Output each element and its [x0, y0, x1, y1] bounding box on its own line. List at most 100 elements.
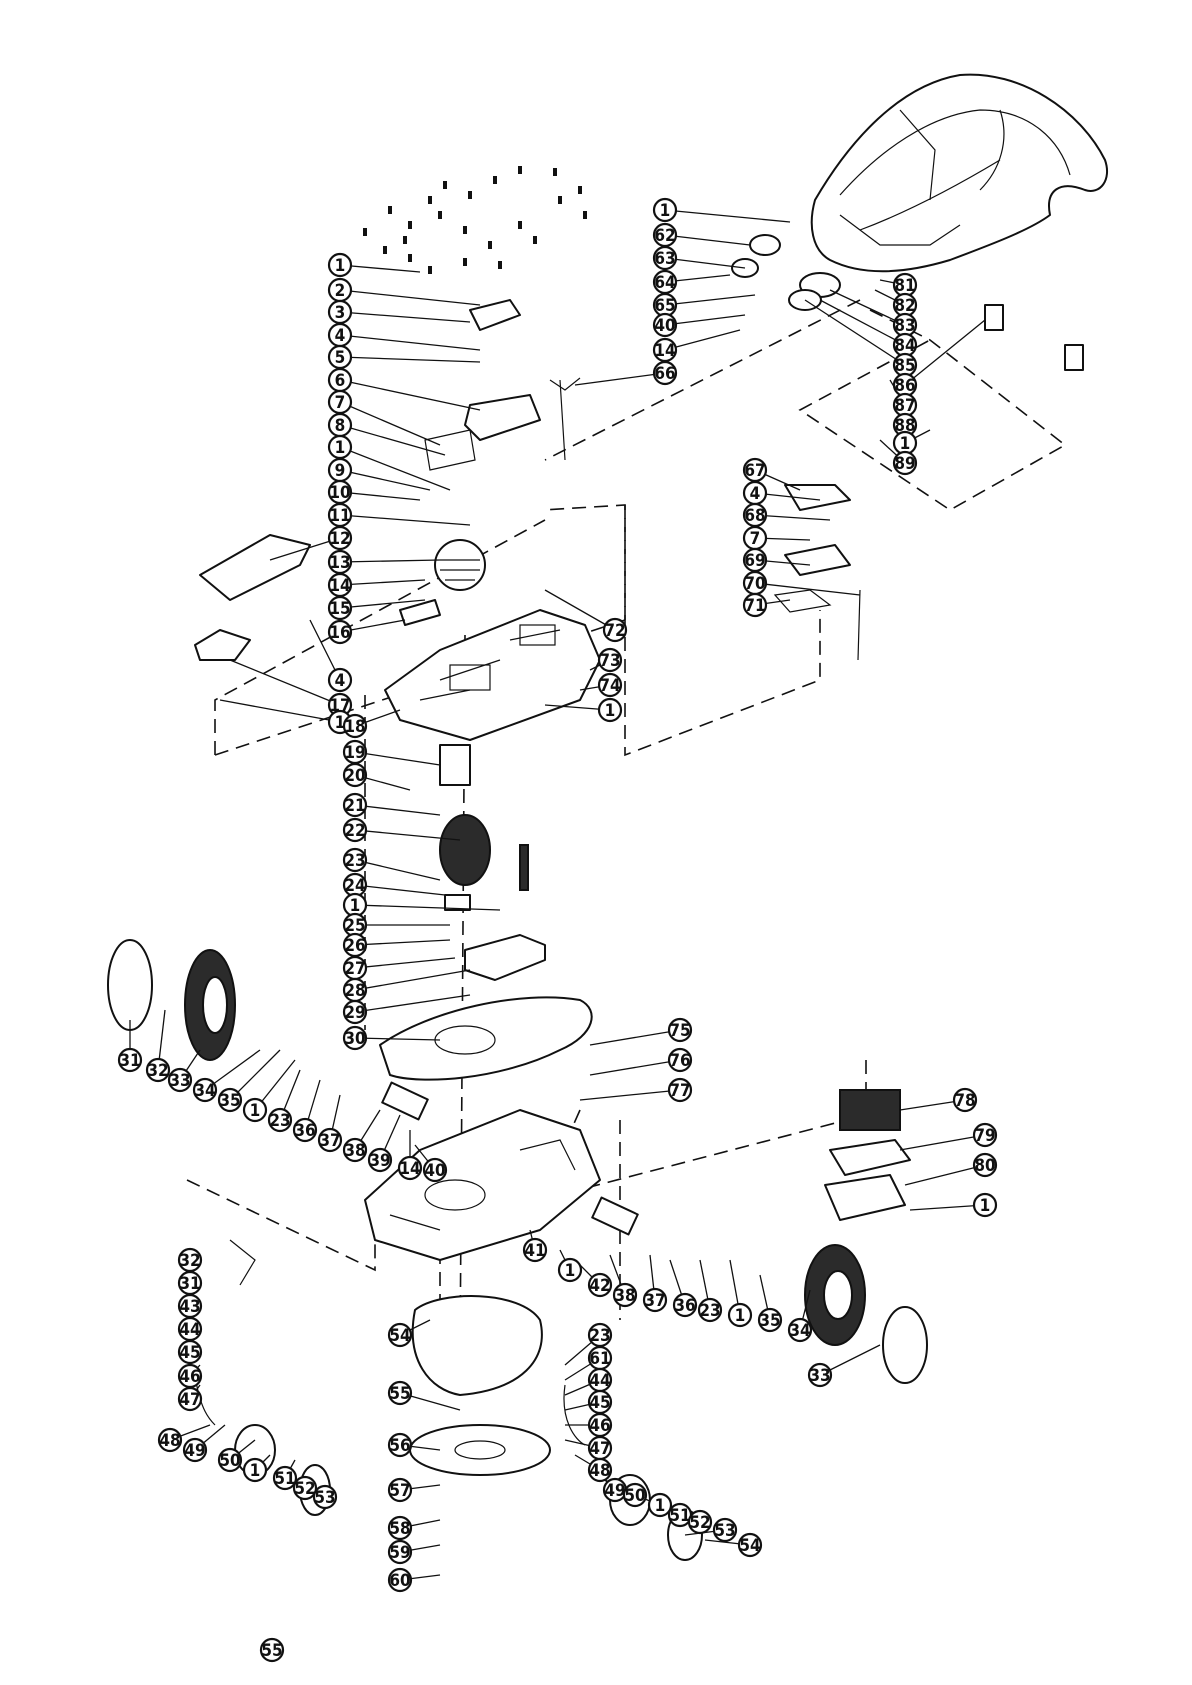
callout-number: 40: [654, 316, 675, 336]
leader-line: [664, 294, 756, 306]
callout-circle: [597, 697, 623, 723]
leader-line: [664, 234, 751, 246]
callout-5: 5: [327, 344, 353, 370]
callout-number: 45: [589, 1393, 610, 1413]
callout-34: 34: [192, 1077, 218, 1103]
callout-circle: [652, 245, 678, 271]
callout-circle: [972, 1152, 998, 1178]
callout-85: 85: [892, 352, 918, 378]
callout-2: 2: [327, 277, 353, 303]
callout-38: 38: [612, 1282, 638, 1308]
fastener-dots: [363, 166, 587, 274]
callout-number: 1: [350, 896, 361, 916]
callout-number: 5: [335, 348, 346, 368]
callout-number: 70: [744, 574, 765, 594]
callout-circle: [342, 1137, 368, 1163]
callout-circle: [522, 1237, 548, 1263]
callout-23: 23: [342, 847, 368, 873]
leader-line: [339, 514, 471, 526]
callout-4: 4: [327, 667, 353, 693]
callout-number: 31: [179, 1274, 200, 1294]
leader-line: [339, 334, 481, 351]
callout-number: 24: [344, 876, 365, 896]
callout-32: 32: [145, 1057, 171, 1083]
upper-housing: [384, 609, 601, 741]
part-19: [439, 744, 471, 786]
callout-number: 19: [344, 743, 365, 763]
callout-number: 1: [605, 701, 616, 721]
callout-58: 58: [387, 1515, 413, 1541]
leader-line: [339, 469, 431, 491]
callout-number: 82: [894, 296, 915, 316]
callout-number: 3: [335, 303, 346, 323]
callout-60: 60: [387, 1567, 413, 1593]
callout-circle: [217, 1447, 243, 1473]
callout-circle: [667, 1017, 693, 1043]
callout-63: 63: [652, 245, 678, 271]
callout-19: 19: [342, 739, 368, 765]
leader-line: [354, 939, 451, 946]
callout-29: 29: [342, 999, 368, 1025]
callout-number: 44: [179, 1320, 200, 1340]
callout-54: 54: [737, 1532, 763, 1558]
callout-number: 89: [894, 454, 915, 474]
callout-circle: [712, 1517, 738, 1543]
callout-number: 34: [789, 1321, 810, 1341]
callout-74: 74: [597, 672, 623, 698]
callout-circle: [587, 1457, 613, 1483]
callout-71: 71: [742, 592, 768, 618]
callout-number: 23: [269, 1111, 290, 1131]
callout-64: 64: [652, 269, 678, 295]
callout-number: 68: [744, 506, 765, 526]
callout-number: 51: [274, 1469, 295, 1489]
callout-number: 13: [329, 553, 350, 573]
screw: [518, 221, 522, 229]
leader-line: [354, 904, 501, 911]
callout-circle: [612, 1282, 638, 1308]
leader-line: [339, 599, 426, 609]
callout-1: 1: [327, 252, 353, 278]
callout-number: 84: [894, 336, 915, 356]
callout-number: 23: [699, 1301, 720, 1321]
callout-14: 14: [652, 337, 678, 363]
callout-52: 52: [292, 1475, 318, 1501]
part-79: [829, 1139, 911, 1176]
top-cover: [810, 73, 1108, 273]
leader-line: [664, 314, 746, 326]
callout-44: 44: [177, 1316, 203, 1342]
callout-70: 70: [742, 570, 768, 596]
callout-circle: [387, 1477, 413, 1503]
callout-number: 38: [344, 1141, 365, 1161]
callout-number: 47: [179, 1390, 200, 1410]
callout-76: 76: [667, 1047, 693, 1073]
callout-46: 46: [177, 1363, 203, 1389]
leader-line: [354, 969, 471, 991]
part-28: [464, 934, 546, 981]
callout-54: 54: [387, 1322, 413, 1348]
callout-number: 23: [589, 1326, 610, 1346]
callout-circle: [647, 1492, 673, 1518]
callout-48: 48: [157, 1427, 183, 1453]
callout-circle: [242, 1457, 268, 1483]
callout-number: 52: [689, 1513, 710, 1533]
callout-circle: [342, 762, 368, 788]
leader-line: [909, 1204, 986, 1211]
callout-number: 22: [344, 821, 365, 841]
part-24: [444, 894, 471, 911]
leader-line: [354, 751, 441, 766]
callout-16: 16: [327, 619, 353, 645]
part-13: [434, 539, 486, 591]
motor-right: [591, 1196, 639, 1236]
callout-number: 1: [735, 1306, 746, 1326]
callout-number: 36: [294, 1121, 315, 1141]
callout-number: 64: [654, 273, 675, 293]
callout-52: 52: [687, 1509, 713, 1535]
callout-number: 48: [589, 1461, 610, 1481]
leader-line: [574, 372, 666, 386]
callout-48: 48: [587, 1457, 613, 1483]
callout-number: 55: [389, 1384, 410, 1404]
callout-55: 55: [259, 1637, 285, 1663]
callout-72: 72: [602, 617, 628, 643]
callout-circle: [807, 1362, 833, 1388]
callout-circle: [652, 360, 678, 386]
